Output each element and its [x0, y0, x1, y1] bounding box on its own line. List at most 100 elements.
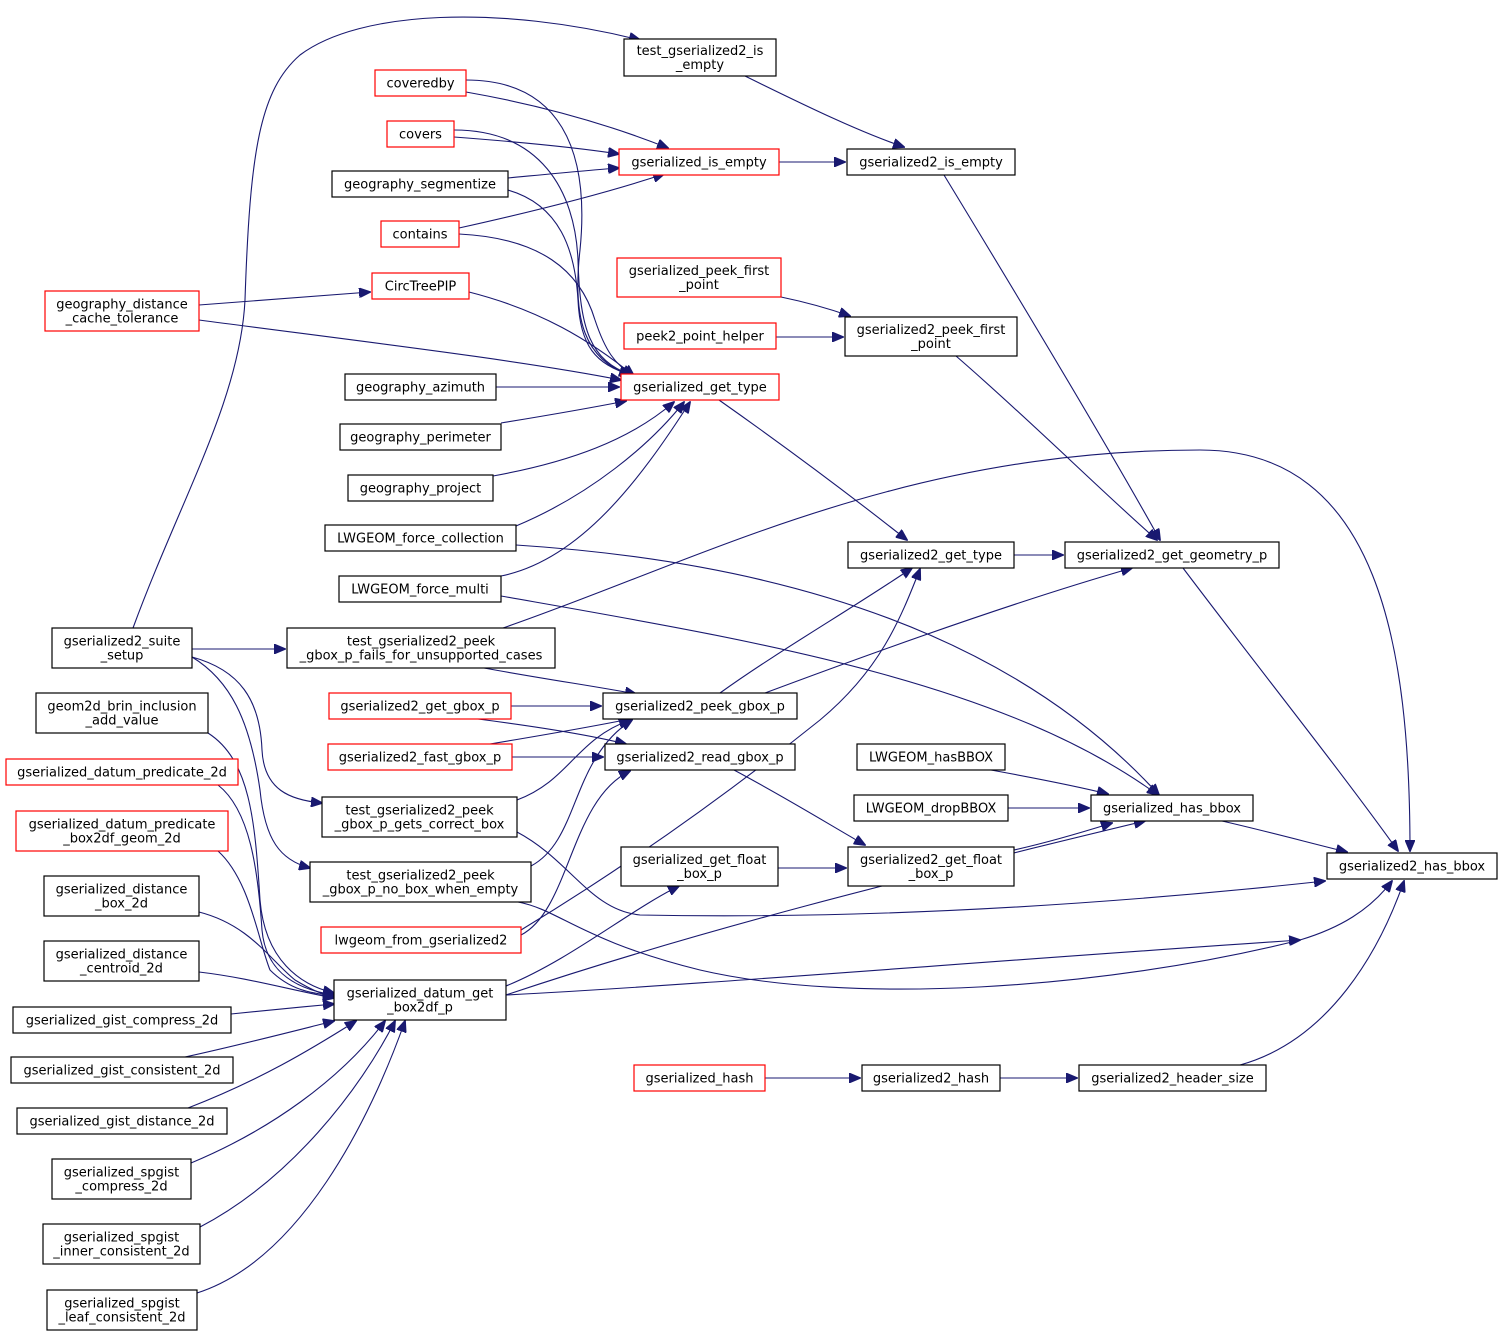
node-geom2d_brin[interactable]: geom2d_brin_inclusion_add_value	[35, 692, 209, 734]
node-geog_project[interactable]: geography_project	[347, 474, 494, 502]
node-label: LWGEOM_force_collection	[337, 532, 504, 547]
node-label: gserialized2_peek_first	[857, 323, 1006, 338]
node-coveredby[interactable]: coveredby	[374, 69, 467, 97]
node-box	[844, 316, 1018, 357]
node-test_peek_correct[interactable]: test_gserialized2_peek_gbox_p_gets_corre…	[321, 796, 518, 838]
node-label: contains	[392, 228, 447, 243]
node-label: _setup	[100, 649, 144, 664]
edge-gs2_get_geometry_p-to-gs2_has_bbox	[1182, 567, 1398, 851]
node-lwgeom_force_collection[interactable]: LWGEOM_force_collection	[324, 524, 517, 552]
node-peek2_point_helper[interactable]: peek2_point_helper	[623, 322, 777, 350]
node-gs2_header_size[interactable]: gserialized2_header_size	[1078, 1064, 1267, 1092]
node-box	[331, 170, 509, 198]
node-gs_spgist_compress_2d[interactable]: gserialized_spgist_compress_2d	[51, 1158, 192, 1200]
node-gs_spgist_inner_consistent_2d[interactable]: gserialized_spgist_inner_consistent_2d	[42, 1223, 201, 1265]
node-covers[interactable]: covers	[386, 120, 455, 148]
node-box	[43, 875, 200, 917]
node-label: _empty	[675, 58, 725, 73]
edge-gs2_is_empty-to-gs2_get_geometry_p	[943, 174, 1160, 540]
node-box	[321, 796, 518, 838]
node-test_peek_no_box[interactable]: test_gserialized2_peek_gbox_p_no_box_whe…	[309, 861, 532, 903]
node-gs2_fast_gbox_p[interactable]: gserialized2_fast_gbox_p	[327, 743, 513, 771]
node-gs_distance_box_2d[interactable]: gserialized_distance_box_2d	[43, 875, 200, 917]
node-gs_get_float_box_p[interactable]: gserialized_get_float_box_p	[620, 846, 779, 887]
node-gs2_get_type[interactable]: gserialized2_get_type	[847, 541, 1015, 569]
node-lwgeom_dropbbox[interactable]: LWGEOM_dropBBOX	[853, 794, 1009, 822]
node-geog_dist_cache_tol[interactable]: geography_distance_cache_tolerance	[44, 290, 200, 332]
node-gs_gist_compress_2d[interactable]: gserialized_gist_compress_2d	[12, 1006, 232, 1034]
node-gs_has_bbox[interactable]: gserialized_has_bbox	[1090, 794, 1254, 822]
node-test_peek_fails[interactable]: test_gserialized2_peek_gbox_p_fails_for_…	[286, 627, 556, 669]
node-gs2_suite_setup[interactable]: gserialized2_suite_setup	[51, 627, 193, 669]
node-box	[1064, 541, 1280, 569]
node-gs2_hash[interactable]: gserialized2_hash	[861, 1064, 1001, 1092]
node-lwgeom_force_multi[interactable]: LWGEOM_force_multi	[338, 575, 502, 603]
edge-coveredby-to-gs_is_empty	[465, 91, 668, 148]
node-gs_datum_pred_2d[interactable]: gserialized_datum_predicate_2d	[5, 758, 239, 786]
edge-contains-to-gs_get_type	[458, 233, 633, 375]
node-label: gserialized_spgist	[64, 1231, 180, 1246]
node-gs_peek_first_point[interactable]: gserialized_peek_first_point	[616, 257, 782, 298]
node-gs_gist_consistent_2d[interactable]: gserialized_gist_consistent_2d	[10, 1056, 234, 1084]
node-label: gserialized_spgist	[64, 1166, 180, 1181]
node-gs_get_type[interactable]: gserialized_get_type	[620, 373, 780, 401]
node-box	[15, 810, 229, 852]
node-gs2_get_gbox_p[interactable]: gserialized2_get_gbox_p	[328, 692, 512, 720]
node-label: geography_azimuth	[356, 381, 485, 396]
node-gs2_peek_first_point[interactable]: gserialized2_peek_first_point	[844, 316, 1018, 357]
node-box	[616, 257, 782, 298]
node-lwgeom_from_gs2[interactable]: lwgeom_from_gserialized2	[320, 926, 522, 954]
node-gs_distance_centroid_2d[interactable]: gserialized_distance_centroid_2d	[43, 940, 200, 982]
node-box	[46, 1289, 198, 1331]
node-label: LWGEOM_dropBBOX	[866, 802, 997, 817]
edge-geog_dist_cache_tol-to-circtreepip	[198, 292, 370, 306]
node-gs2_read_gbox_p[interactable]: gserialized2_read_gbox_p	[604, 743, 796, 771]
node-label: gserialized_is_empty	[631, 156, 767, 171]
node-gs2_peek_gbox_p[interactable]: gserialized2_peek_gbox_p	[602, 692, 798, 720]
node-box	[386, 120, 455, 148]
node-label: gserialized2_read_gbox_p	[616, 751, 783, 766]
edge-gs_distance_centroid_2d-to-gs_datum_get_box2df_p	[198, 971, 334, 998]
node-contains[interactable]: contains	[380, 220, 460, 248]
node-box	[338, 575, 502, 603]
node-gs_datum_pred_box2df[interactable]: gserialized_datum_predicate_box2df_geom_…	[15, 810, 229, 852]
node-label: geography_distance	[56, 298, 188, 313]
node-gs_spgist_leaf_consistent_2d[interactable]: gserialized_spgist_leaf_consistent_2d	[46, 1289, 198, 1331]
node-box	[847, 846, 1015, 887]
edge-gs_spgist_compress_2d-to-gs_datum_get_box2df_p	[190, 1021, 385, 1164]
node-geog_perimeter[interactable]: geography_perimeter	[339, 423, 502, 451]
node-label: gserialized_hash	[646, 1072, 754, 1087]
node-label: gserialized2_header_size	[1091, 1072, 1254, 1087]
node-label: gserialized_datum_predicate	[29, 818, 216, 833]
edge-test_peek_correct-to-gs2_peek_gbox_p	[516, 720, 630, 801]
node-gs_is_empty[interactable]: gserialized_is_empty	[618, 148, 780, 176]
edge-coveredby-to-gs_get_type	[465, 79, 630, 375]
edge-gs2_peek_first_point-to-gs2_get_geometry_p	[955, 355, 1157, 540]
node-box	[371, 272, 470, 300]
edge-gs2_suite_setup-to-test_peek_correct	[191, 656, 322, 803]
node-label: gserialized2_peek_gbox_p	[615, 700, 785, 715]
node-geog_segmentize[interactable]: geography_segmentize	[331, 170, 509, 198]
node-geog_azimuth[interactable]: geography_azimuth	[344, 373, 497, 401]
node-box	[333, 979, 507, 1021]
edge-gs_spgist_leaf_consistent_2d-to-gs_datum_get_box2df_p	[196, 1021, 405, 1294]
node-gs_gist_distance_2d[interactable]: gserialized_gist_distance_2d	[16, 1107, 228, 1135]
node-label: coveredby	[386, 77, 454, 92]
edge-gs2_suite_setup-to-test_peek_no_box	[191, 656, 310, 868]
edge-test_peek_no_box-to-gs2_peek_gbox_p	[530, 720, 632, 867]
node-circtreepip[interactable]: CircTreePIP	[371, 272, 470, 300]
node-gs2_get_geometry_p[interactable]: gserialized2_get_geometry_p	[1064, 541, 1280, 569]
node-label: _box_2d	[94, 897, 148, 912]
node-gs_hash[interactable]: gserialized_hash	[633, 1064, 766, 1092]
node-gs2_get_float_box_p[interactable]: gserialized2_get_float_box_p	[847, 846, 1015, 887]
node-gs_datum_get_box2df_p[interactable]: gserialized_datum_get_box2df_p	[333, 979, 507, 1021]
node-label: _cache_tolerance	[65, 312, 179, 327]
node-gs2_has_bbox[interactable]: gserialized2_has_bbox	[1326, 852, 1498, 880]
node-lwgeom_hasbbox[interactable]: LWGEOM_hasBBOX	[856, 743, 1006, 771]
node-label: _box2df_geom_2d	[62, 832, 181, 847]
node-test_gs2_is_empty[interactable]: test_gserialized2_is_empty	[623, 38, 777, 77]
node-label: geography_segmentize	[344, 178, 496, 193]
node-label: _box_p	[676, 867, 722, 882]
node-label: gserialized2_get_geometry_p	[1077, 549, 1268, 564]
node-gs2_is_empty[interactable]: gserialized2_is_empty	[846, 148, 1016, 176]
